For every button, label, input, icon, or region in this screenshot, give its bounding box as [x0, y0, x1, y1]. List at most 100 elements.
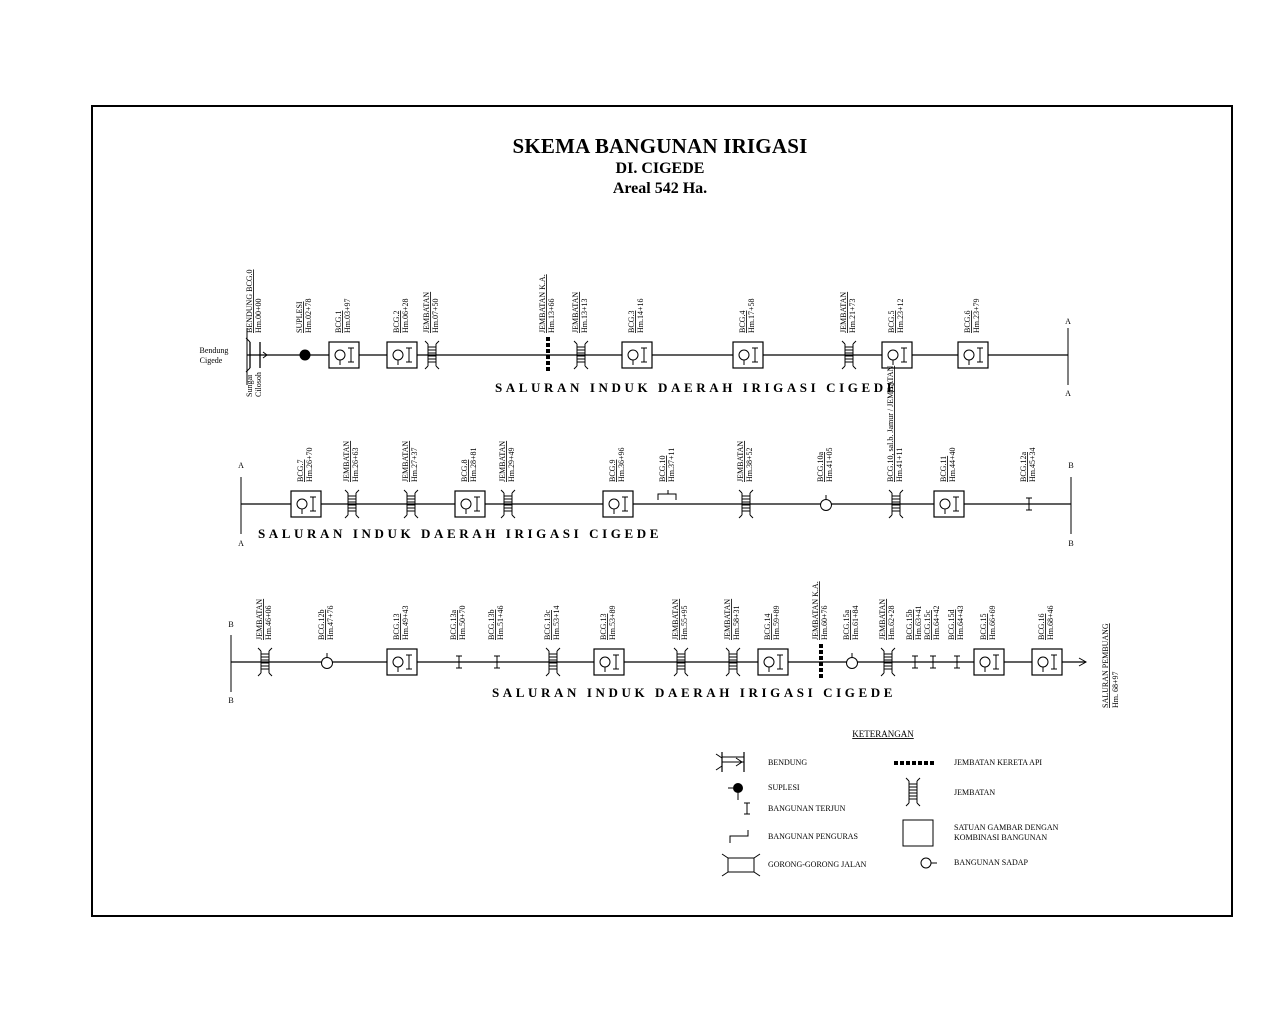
river-label-line1: Sungai: [245, 374, 254, 397]
structure-name: BCG.4: [738, 311, 747, 333]
structure-hm: Hm.26+63: [351, 447, 360, 482]
channel-label: SALURAN INDUK DAERAH IRIGASI CIGEDE: [492, 685, 896, 700]
section-b-bottom-left: B: [228, 696, 233, 705]
structure-hm: Hm.64+42: [932, 605, 941, 640]
structure-name: BCG.15: [979, 614, 988, 640]
legend-sadap-label: BANGUNAN SADAP: [954, 858, 1029, 867]
structure-hm: Hm.41+05: [825, 447, 834, 482]
structure-name: JEMBATAN: [571, 292, 580, 333]
structure-hm: Hm.51+46: [496, 605, 505, 640]
structure-name: BCG.13c: [543, 610, 552, 640]
structure-hm: Hm.50+70: [458, 605, 467, 640]
structure-name: BCG.14: [763, 614, 772, 640]
title-block: SKEMA BANGUNAN IRIGASI DI. CIGEDE Areal …: [460, 133, 860, 199]
channel-label: SALURAN INDUK DAERAH IRIGASI CIGEDE: [495, 380, 899, 395]
structure-hm: Hm.53+89: [608, 605, 617, 640]
legend-jembatan-icon: [905, 777, 921, 807]
channel-row-1: SALURAN INDUK DAERAH IRIGASI CIGEDE BENDU…: [245, 269, 1069, 395]
river-label-line2: Cilosoh: [254, 372, 263, 397]
structure-name: JEMBATAN: [255, 599, 264, 640]
section-a-bottom-left: A: [238, 539, 244, 548]
structure-name: BENDUNG BCG.0: [245, 269, 254, 333]
structure-name: JEMBATAN: [498, 441, 507, 482]
structure-hm: Hm.63+41: [914, 605, 923, 640]
structure-name: BCG.6: [963, 311, 972, 333]
structure-hm: Hm.58+31: [732, 605, 741, 640]
legend-suplesi-label: SUPLESI: [768, 783, 800, 792]
drainage-hm: Hm. 68+97: [1111, 671, 1120, 708]
structure-jembatan-ka: JEMBATAN K.A.Hm.13+66: [538, 274, 556, 373]
structure-hm: Hm.46+06: [264, 605, 273, 640]
legend-jembatan-label: JEMBATAN: [954, 788, 995, 797]
section-b-top-left: B: [228, 620, 233, 629]
structure-hm: Hm.13+66: [547, 298, 556, 333]
structure-name: BCG.3: [627, 311, 636, 333]
diagram-subtitle: DI. CIGEDE: [615, 160, 705, 177]
legend-penguras-label: BANGUNAN PENGURAS: [768, 832, 858, 841]
structure-name: JEMBATAN: [422, 292, 431, 333]
structure-hm: Hm.61+84: [851, 605, 860, 640]
legend-satuan-label-line2: KOMBINASI BANGUNAN: [954, 833, 1047, 842]
structure-hm: Hm.23+12: [896, 298, 905, 333]
structure-hm: Hm.53+14: [552, 605, 561, 640]
structure-hm: Hm.45+34: [1028, 447, 1037, 482]
legend-sadap-icon: [920, 857, 937, 869]
structure-name: BCG.1: [334, 311, 343, 333]
structure-hm: Hm.27+37: [410, 447, 419, 482]
section-a-bottom-right: A: [1065, 389, 1071, 398]
structure-name: BCG.10, sal.b. Jamur / JEMBATAN: [886, 366, 895, 482]
legend: KETERANGAN BENDUNG SUPLESI BANGUNAN TERJ…: [715, 729, 1059, 877]
section-a-top-left: A: [238, 461, 244, 470]
legend-gorong-gorong-icon: [721, 853, 761, 877]
structure-hm: Hm.06+28: [401, 298, 410, 333]
drawing-frame: [91, 105, 1233, 917]
legend-bendung-label: BENDUNG: [768, 758, 807, 767]
structure-name: BCG.10: [658, 456, 667, 482]
structure-name: JEMBATAN: [878, 599, 887, 640]
structure-hm: Hm.62+28: [887, 605, 896, 640]
section-b-top-right: B: [1068, 461, 1073, 470]
structure-hm: Hm.47+76: [326, 605, 335, 640]
structure-name: JEMBATAN: [342, 441, 351, 482]
structure-name: BCG.13: [599, 614, 608, 640]
structure-name: BCG.13: [392, 614, 401, 640]
structure-hm: Hm.37+11: [667, 448, 676, 482]
structure-name: BCG.15b: [905, 610, 914, 640]
diagram-title: SKEMA BANGUNAN IRIGASI: [512, 134, 808, 158]
weir-name-line2: Cigede: [200, 356, 223, 365]
structure-name: JEMBATAN: [839, 292, 848, 333]
structure-hm: Hm.28+81: [469, 447, 478, 482]
structure-hm: Hm.13+13: [580, 298, 589, 333]
structure-name: SUPLESI: [295, 301, 304, 333]
structure-name: BCG.12a: [1019, 452, 1028, 482]
structure-name: BCG.2: [392, 311, 401, 333]
structure-name: BCG.13b: [487, 610, 496, 640]
legend-penguras-icon: [729, 830, 749, 843]
legend-bendung-icon: [715, 752, 745, 772]
structure-name: BCG.11: [939, 456, 948, 482]
structure-name: JEMBATAN K.A.: [538, 274, 547, 333]
structure-jembatan-ka: JEMBATAN K.A.Hm.60+76: [811, 581, 829, 680]
